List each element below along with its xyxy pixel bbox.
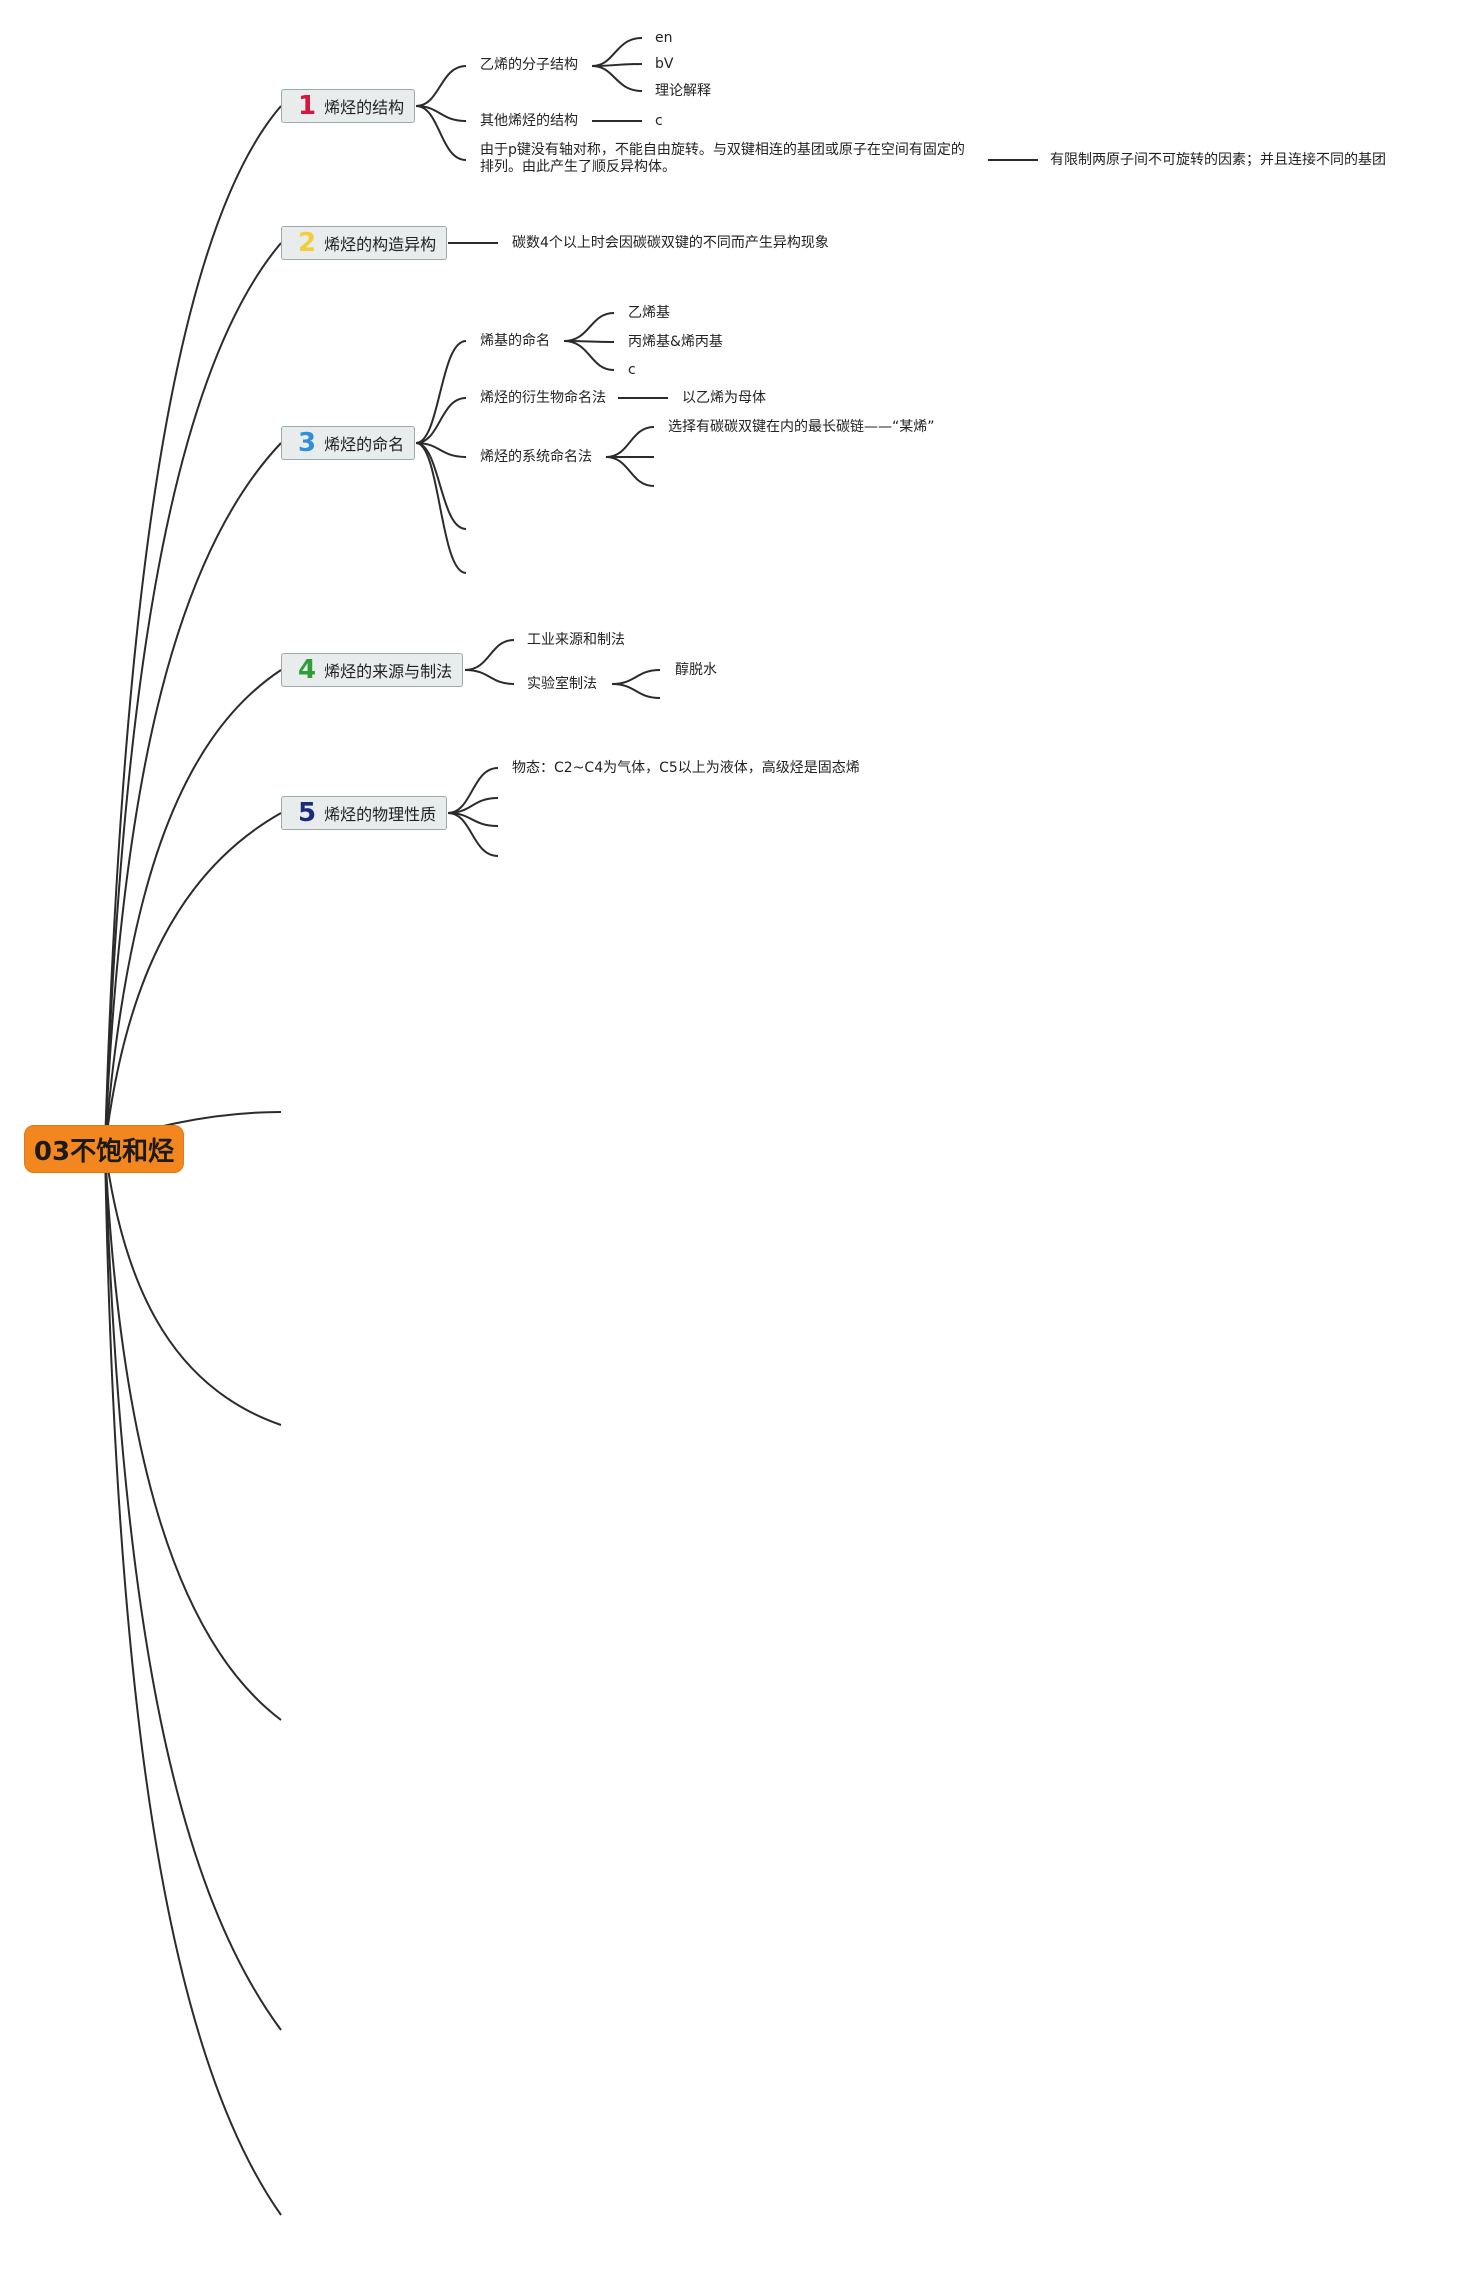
- b1-child-1[interactable]: 乙烯的分子结构: [480, 57, 578, 73]
- edge-root-empty-5: [104, 1147, 282, 2216]
- branch-5-label: 烯烃的物理性质: [324, 805, 437, 824]
- root-topic[interactable]: 03不饱和烃: [24, 1125, 184, 1173]
- b3-child-1[interactable]: 烯基的命名: [480, 333, 550, 349]
- edge-root-branch-1: [104, 105, 282, 1149]
- edge-b1-c1: [415, 65, 467, 107]
- edge-b4-c1: [464, 639, 515, 671]
- b5-child-1[interactable]: 物态：C2~C4为气体，C5以上为液体，高级烃是固态烯: [512, 760, 860, 776]
- b4-child-2[interactable]: 实验室制法: [527, 676, 597, 692]
- branch-1-number: 1: [298, 91, 317, 121]
- branch-5-number: 5: [298, 798, 317, 828]
- branch-3-label: 烯烃的命名: [324, 435, 405, 454]
- edge-b3-c1: [415, 340, 467, 444]
- edge-root-empty-3: [104, 1147, 282, 1721]
- edge-b4-c2-g2: [611, 683, 661, 699]
- branch-5-topic[interactable]: 5 烯烃的物理性质: [281, 796, 448, 830]
- b3-c2-grandchild-1[interactable]: 以乙烯为母体: [682, 390, 766, 406]
- b3-c1-grandchild-3[interactable]: c: [628, 362, 636, 378]
- b1-child-3[interactable]: 由于p键没有轴对称，不能自由旋转。与双键相连的基团或原子在空间有固定的排列。由此…: [480, 142, 965, 175]
- b1-c3-grandchild-1[interactable]: 有限制两原子间不可旋转的因素；并且连接不同的基团: [1050, 152, 1386, 168]
- edge-root-branch-3: [104, 442, 282, 1149]
- edge-b1-c3: [415, 105, 467, 161]
- b3-c1-grandchild-2[interactable]: 丙烯基&烯丙基: [628, 334, 723, 350]
- b1-c1-grandchild-3[interactable]: 理论解释: [655, 83, 711, 99]
- b3-c3-grandchild-1[interactable]: 选择有碳碳双键在内的最长碳链——“某烯”: [668, 419, 935, 435]
- edge-b3-c3-g1: [605, 426, 655, 458]
- edge-b1-c1-g1: [591, 37, 643, 67]
- edge-root-branch-5: [104, 812, 282, 1149]
- branch-4-label: 烯烃的来源与制法: [324, 662, 453, 681]
- b4-child-1[interactable]: 工业来源和制法: [527, 632, 625, 648]
- edge-b3-c5: [415, 442, 467, 574]
- branch-2-number: 2: [298, 228, 317, 258]
- edge-b3-c2: [415, 397, 467, 444]
- branch-1-topic[interactable]: 1 烯烃的结构: [281, 89, 416, 123]
- b3-c1-grandchild-1[interactable]: 乙烯基: [628, 305, 670, 321]
- branch-1-label: 烯烃的结构: [324, 98, 405, 117]
- edge-b3-c3: [415, 442, 467, 458]
- branch-2-label: 烯烃的构造异构: [324, 235, 437, 254]
- branch-2-topic[interactable]: 2 烯烃的构造异构: [281, 226, 448, 260]
- branch-4-topic[interactable]: 4 烯烃的来源与制法: [281, 653, 464, 687]
- edge-root-branch-2: [104, 242, 282, 1149]
- edge-b3-c3-g3: [605, 456, 655, 487]
- edge-b1-c1-g3: [591, 65, 643, 92]
- b3-child-2[interactable]: 烯烃的衍生物命名法: [480, 390, 606, 406]
- edge-b4-c2: [464, 669, 515, 685]
- edge-root-empty-4: [104, 1147, 282, 2031]
- b1-child-2[interactable]: 其他烯烃的结构: [480, 113, 578, 129]
- edge-b3-c1-g1: [563, 312, 615, 342]
- b2-child-1[interactable]: 碳数4个以上时会因碳碳双键的不同而产生异构现象: [512, 235, 829, 251]
- edge-b5-c4: [447, 812, 499, 857]
- b3-child-3[interactable]: 烯烃的系统命名法: [480, 449, 592, 465]
- edge-root-branch-4: [104, 669, 282, 1149]
- b1-c2-grandchild-1[interactable]: c: [655, 113, 663, 129]
- b4-c2-grandchild-1[interactable]: 醇脱水: [675, 662, 717, 678]
- branch-3-topic[interactable]: 3 烯烃的命名: [281, 426, 416, 460]
- edge-b5-c1: [447, 767, 499, 814]
- b1-c1-grandchild-2[interactable]: bV: [655, 56, 674, 72]
- b1-c1-grandchild-1[interactable]: en: [655, 30, 673, 46]
- branch-3-number: 3: [298, 428, 317, 458]
- edge-root-empty-2: [104, 1147, 282, 1426]
- branch-4-number: 4: [298, 655, 317, 685]
- edge-b4-c2-g1: [611, 669, 661, 685]
- edge-b3-c1-g3: [563, 340, 615, 371]
